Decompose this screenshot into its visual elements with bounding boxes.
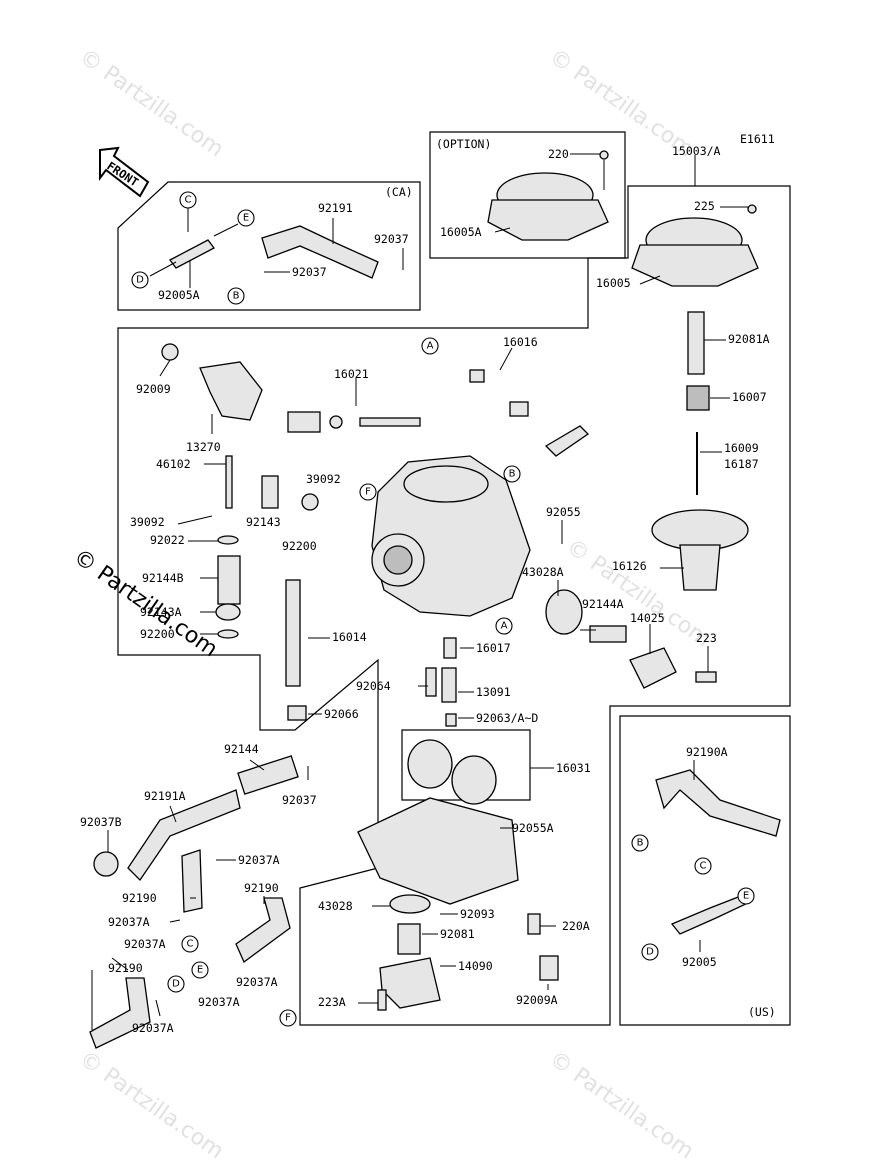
callout-f: F — [285, 1013, 291, 1024]
part-label: 92037A — [108, 915, 150, 929]
ca-box — [117, 181, 421, 311]
part-label: 220A — [562, 919, 590, 933]
part-label: 16007 — [732, 390, 767, 404]
part-label: 43028A — [522, 565, 564, 579]
part-label: 92190 — [244, 881, 279, 895]
part-label: 223 — [696, 631, 717, 645]
part-label: 14025 — [630, 611, 665, 625]
part-label: 225 — [694, 199, 715, 213]
part-label: 92037A — [132, 1021, 174, 1035]
watermark: © Partzilla.com — [545, 1046, 698, 1164]
callout-b: B — [233, 291, 240, 302]
part-label: 16005 — [596, 276, 631, 290]
part-label: 16005A — [440, 225, 482, 239]
part-label: 92037 — [292, 265, 327, 279]
callout-c: C — [187, 939, 194, 950]
callout-c: C — [700, 861, 707, 872]
callout-d: D — [136, 275, 144, 286]
part-shapes — [89, 150, 781, 1049]
part-label: 92144B — [142, 571, 184, 585]
callout-d: D — [172, 979, 180, 990]
part-label: 92063/A~D — [476, 711, 538, 725]
part-label: 16031 — [556, 761, 591, 775]
part-label: 92081A — [728, 332, 770, 346]
part-label: 92066 — [324, 707, 359, 721]
part-label: 223A — [318, 995, 346, 1009]
part-label: 92143 — [246, 515, 281, 529]
part-label: 92200 — [282, 539, 317, 553]
callout-a: A — [427, 341, 434, 352]
part-labels: 220 15003/A 225 16005A 16005 92191 92037… — [80, 144, 770, 1035]
ca-label: (CA) — [385, 185, 413, 199]
part-label: 92191A — [144, 789, 186, 803]
part-label: 92190A — [686, 745, 728, 759]
option-label: (OPTION) — [436, 137, 491, 151]
part-label: 92191 — [318, 201, 353, 215]
part-label: 220 — [548, 147, 569, 161]
part-label: 16021 — [334, 367, 369, 381]
part-label: 92200 — [140, 627, 175, 641]
part-label: 92022 — [150, 533, 185, 547]
diagram-code: E1611 — [740, 132, 775, 146]
part-label: 16126 — [612, 559, 647, 573]
part-label: 13270 — [186, 440, 221, 454]
part-label: 16187 — [724, 457, 759, 471]
part-label: 92037A — [124, 937, 166, 951]
callout-e: E — [243, 213, 249, 224]
callout-b: B — [509, 469, 516, 480]
part-label: 92037B — [80, 815, 122, 829]
us-box — [619, 715, 791, 1026]
part-label: 92005 — [682, 955, 717, 969]
callout-c: C — [185, 195, 192, 206]
callout-e: E — [743, 891, 749, 902]
part-label: 92037A — [236, 975, 278, 989]
part-label: 92190 — [108, 961, 143, 975]
watermark: © Partzilla.com — [75, 44, 228, 162]
callout-e: E — [197, 965, 203, 976]
callout-f: F — [365, 487, 371, 498]
part-label: 92037A — [198, 995, 240, 1009]
part-label: 92144A — [582, 597, 624, 611]
part-label: 39092 — [306, 472, 341, 486]
part-label: 13091 — [476, 685, 511, 699]
callout-d: D — [646, 947, 654, 958]
watermark: © Partzilla.com — [69, 544, 222, 662]
part-label: 92093 — [460, 907, 495, 921]
part-label: 16016 — [503, 335, 538, 349]
watermark: © Partzilla.com — [75, 1046, 228, 1164]
part-label: 92009 — [136, 382, 171, 396]
part-label: 16009 — [724, 441, 759, 455]
part-label: 92055 — [546, 505, 581, 519]
main-box — [117, 185, 791, 1026]
part-label: 92009A — [516, 993, 558, 1007]
part-label: 92037 — [282, 793, 317, 807]
part-label: 92144 — [224, 742, 259, 756]
part-label: 46102 — [156, 457, 191, 471]
part-label: 92081 — [440, 927, 475, 941]
part-label: 16017 — [476, 641, 511, 655]
part-label: 43028 — [318, 899, 353, 913]
us-label: (US) — [748, 1005, 776, 1019]
callout-b: B — [637, 838, 644, 849]
part-label: 92037A — [238, 853, 280, 867]
part-label: 92005A — [158, 288, 200, 302]
part-label: 15003/A — [672, 144, 721, 158]
part-label: 92143A — [140, 605, 182, 619]
part-label: 92055A — [512, 821, 554, 835]
callout-a: A — [501, 621, 508, 632]
part-label: 16014 — [332, 630, 367, 644]
front-arrow: FRONT — [99, 146, 150, 198]
part-label: 92190 — [122, 891, 157, 905]
part-label: 92037 — [374, 232, 409, 246]
leader-lines — [91, 153, 748, 1030]
part-label: 92064 — [356, 679, 391, 693]
part-label: 39092 — [130, 515, 165, 529]
callouts: C E D B A B F A C D E F B C E D — [131, 191, 755, 1027]
part-label: 14090 — [458, 959, 493, 973]
